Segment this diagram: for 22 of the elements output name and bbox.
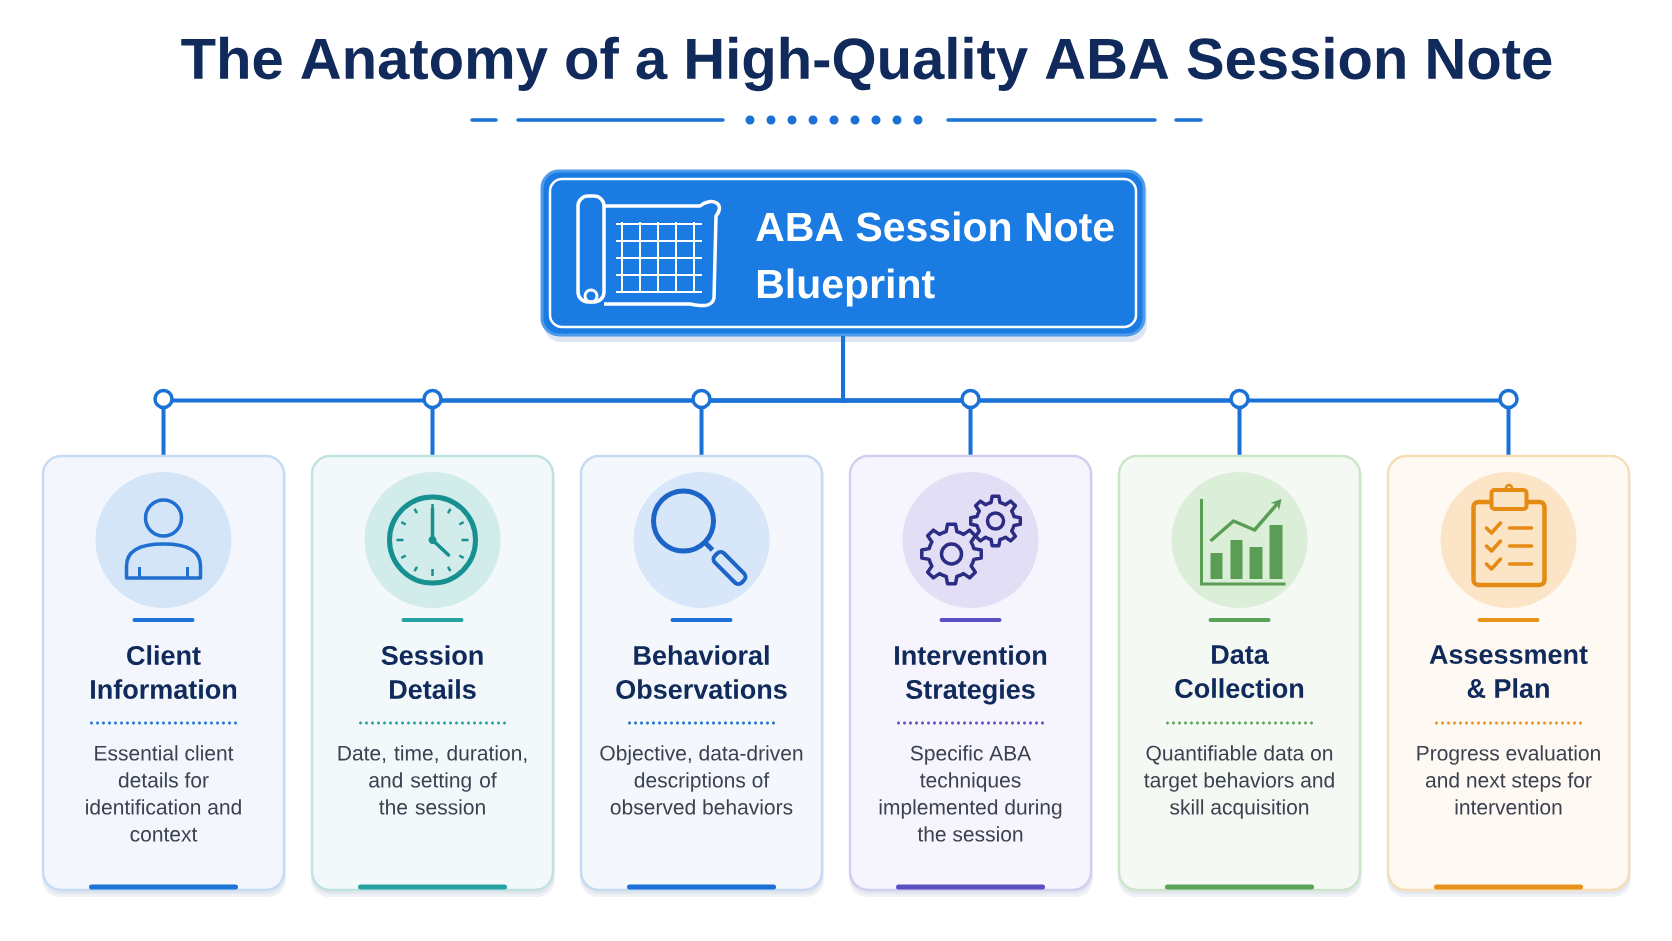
card-title: Session Details bbox=[381, 645, 483, 700]
info-card bbox=[848, 454, 1093, 897]
connector-line bbox=[841, 336, 1511, 455]
card-title: Client Information bbox=[91, 645, 237, 700]
card-text: Objective, data-driven descriptions of observed behaviors bbox=[600, 745, 803, 815]
title: The Anatomy of a High-Quality ABA Session Note bbox=[181, 36, 1552, 92]
blueprint-box bbox=[540, 169, 1147, 342]
card-text: Progress evaluation and next steps for intervention bbox=[1417, 745, 1600, 815]
card-title: Data Collection bbox=[1175, 645, 1304, 699]
info-card bbox=[579, 454, 824, 897]
info-card bbox=[41, 454, 286, 897]
info-card bbox=[1117, 454, 1362, 897]
card-title: Behavioral Observations bbox=[616, 645, 787, 700]
info-card bbox=[1386, 454, 1631, 897]
card-text: Date, time, duration, and setting of the session bbox=[338, 745, 527, 815]
card-text: Essential client details for identification and context bbox=[86, 745, 241, 842]
card-title: Assessment & Plan bbox=[1429, 645, 1588, 699]
card-text: Specific ABA techniques implemented during the session bbox=[879, 745, 1062, 842]
box-title: ABA Session Note Blueprint bbox=[756, 211, 1114, 307]
card-text: Quantifiable data on target behaviors and skill acquisition bbox=[1144, 745, 1334, 819]
card-title: Intervention Strategies bbox=[895, 645, 1047, 705]
info-card bbox=[310, 454, 555, 897]
